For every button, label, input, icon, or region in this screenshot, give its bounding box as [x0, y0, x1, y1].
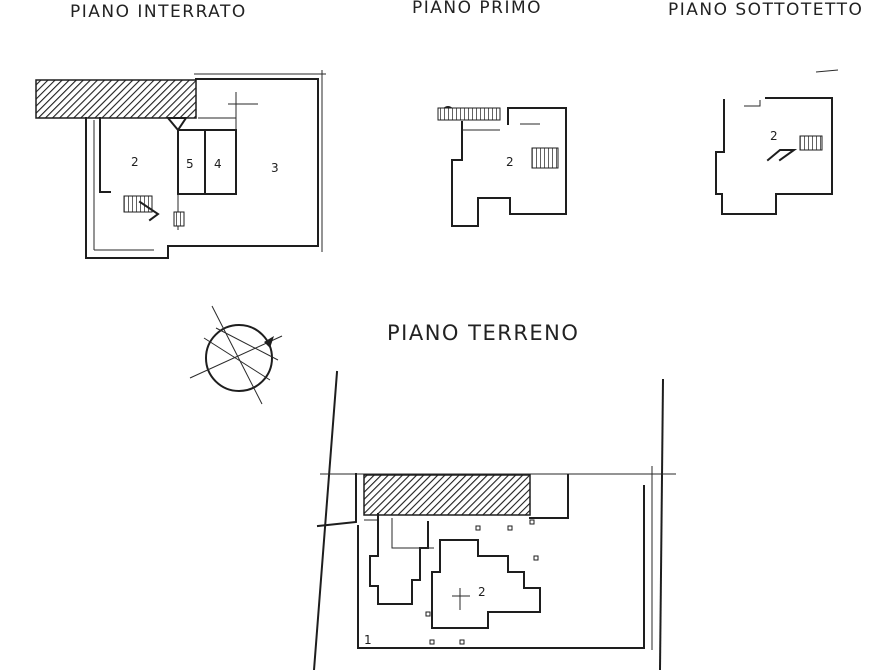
first-floor-stairs	[531, 147, 559, 169]
first-floor-plan: 2	[437, 106, 567, 227]
basement-room-4: 4	[214, 157, 222, 171]
attic-stairs	[799, 135, 823, 151]
first-floor-room-2: 2	[506, 155, 514, 169]
basement-room-3: 3	[271, 161, 279, 175]
north-arrow-icon	[189, 305, 283, 405]
first-floor-plan-title: PIANO PRIMO	[412, 0, 542, 18]
ground-room-2: 2	[478, 585, 486, 599]
basement-plan: 2 5 4 3	[35, 70, 326, 259]
basement-room-5: 5	[186, 157, 194, 171]
basement-stairs	[123, 195, 153, 213]
ground-floor-plan: 2 1	[312, 370, 676, 670]
attic-plan: 2	[715, 69, 839, 215]
basement-retaining-wall	[35, 79, 197, 119]
ground-room-1: 1	[364, 633, 372, 647]
basement-room-2: 2	[131, 155, 139, 169]
attic-room-2: 2	[770, 129, 778, 143]
attic-plan-title: PIANO SOTTOTETTO	[668, 0, 863, 20]
ground-floor-plan-title: PIANO TERRENO	[387, 321, 579, 345]
basement-plan-title: PIANO INTERRATO	[70, 2, 247, 22]
ground-retaining-wall	[363, 474, 531, 516]
first-floor-stairs-top	[437, 107, 501, 121]
